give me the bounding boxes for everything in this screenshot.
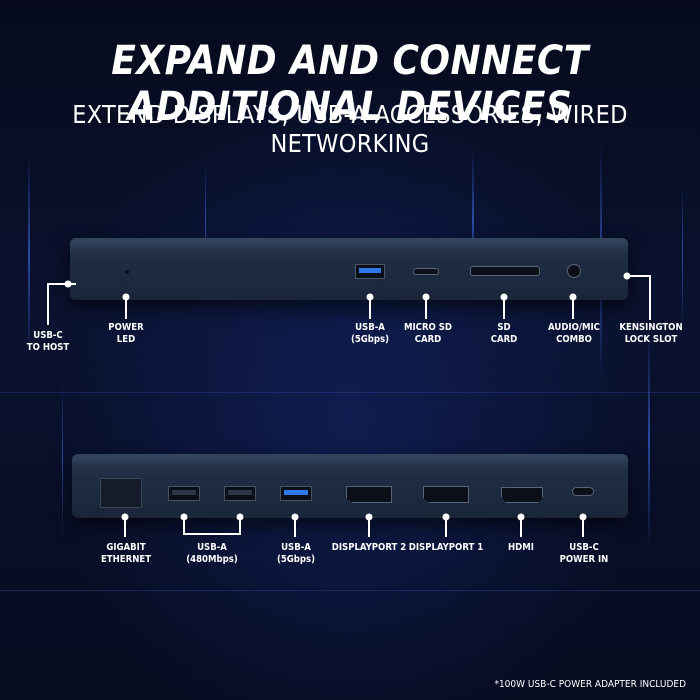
label-displayport-2: DISPLAYPORT 2 xyxy=(331,542,407,553)
displayport-2-port xyxy=(346,486,392,503)
footnote: *100W USB-C POWER ADAPTER INCLUDED xyxy=(494,679,686,690)
bg-streak xyxy=(648,330,650,550)
page-title: EXPAND AND CONNECT ADDITIONAL DEVICES xyxy=(111,38,589,130)
bg-streak xyxy=(62,380,63,540)
usb-a-480-port-1 xyxy=(168,486,200,501)
bg-line xyxy=(0,590,700,591)
label-displayport-1: DISPLAYPORT 1 xyxy=(408,542,484,553)
label-usba-5gbps-rear: USB-A(5Gbps) xyxy=(276,542,316,565)
hdmi-port xyxy=(501,487,543,503)
ethernet-port xyxy=(100,478,142,508)
sd-slot xyxy=(470,266,540,276)
usb-c-power-port xyxy=(572,487,594,496)
bg-streak xyxy=(472,150,474,290)
dock-rear-view xyxy=(72,454,628,518)
dock-front-view xyxy=(70,238,628,300)
usb-a-port xyxy=(355,264,385,279)
label-usba-480mbps: USB-A(480Mbps) xyxy=(186,542,238,565)
page-subtitle: EXTEND DISPLAYS, USB-A ACCESSORIES, WIRE… xyxy=(72,100,628,158)
displayport-1-port xyxy=(423,486,469,503)
bg-streak xyxy=(682,180,683,330)
bg-streak xyxy=(28,150,30,360)
audio-jack xyxy=(567,264,581,278)
usb-a-5gbps-port xyxy=(280,486,312,501)
label-hdmi: HDMI xyxy=(508,542,534,553)
usb-a-480-port-2 xyxy=(224,486,256,501)
label-usba-5gbps-front: USB-A(5Gbps) xyxy=(350,322,390,345)
bg-streak xyxy=(205,160,206,280)
bg-line xyxy=(0,392,700,393)
microsd-slot xyxy=(413,268,439,275)
power-led xyxy=(125,270,129,274)
